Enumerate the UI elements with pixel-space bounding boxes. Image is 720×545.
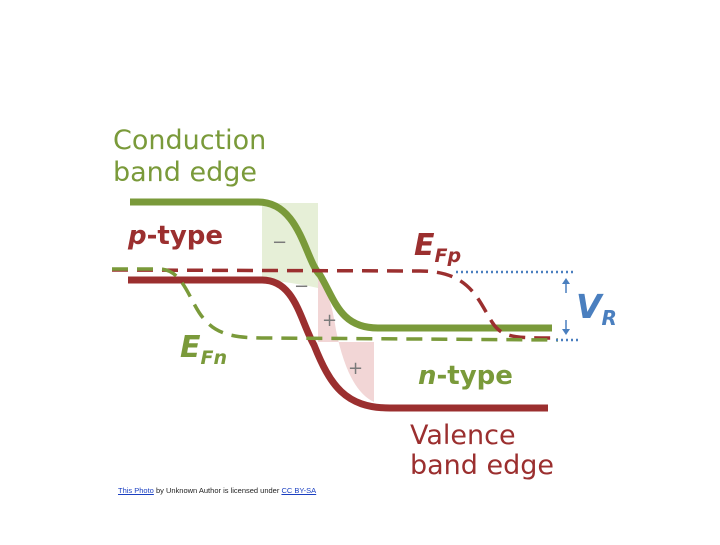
image-attribution: This Photo by Unknown Author is licensed…	[118, 486, 316, 495]
efp-label-main: E	[414, 228, 435, 263]
n-type-label-italic: n	[418, 361, 437, 391]
efp-label: EFp	[414, 228, 461, 267]
depletion-charge-minus-upper: −	[272, 232, 287, 253]
n-side-depletion-shade-lower	[318, 278, 374, 402]
vr-label: VR	[576, 287, 617, 330]
conduction-label-line2: band edge	[113, 157, 257, 188]
p-type-label-italic: p	[127, 221, 147, 251]
efn-label-sub: Fn	[201, 347, 228, 369]
p-side-depletion-shade	[262, 203, 318, 288]
n-type-label: n-type	[418, 361, 513, 391]
attribution-photo-link[interactable]: This Photo	[118, 486, 154, 495]
efn-quasi-fermi-level	[112, 267, 559, 342]
efp-label-sub: Fp	[435, 245, 462, 267]
vr-label-main: V	[576, 287, 604, 326]
efn-label-main: E	[180, 330, 201, 365]
depletion-charge-plus-upper: +	[322, 310, 337, 331]
valence-band-edge-curve	[128, 276, 548, 412]
conduction-label-line1: Conduction	[113, 125, 266, 156]
attribution-text: by Unknown Author is licensed under	[153, 486, 282, 495]
valence-label-line2: band edge	[410, 450, 554, 481]
conduction-band-edge-curve	[130, 198, 552, 332]
efn-label: EFn	[180, 330, 227, 369]
efp-quasi-fermi-level	[111, 268, 556, 340]
depletion-charge-plus-lower: +	[348, 358, 363, 379]
vr-label-sub: R	[602, 306, 617, 330]
n-type-label-rest: -type	[437, 361, 513, 391]
p-type-label-rest: -type	[147, 221, 223, 251]
vr-down-arrow	[562, 320, 570, 335]
depletion-charge-minus-lower: −	[294, 276, 309, 297]
valence-label-line1: Valence	[410, 420, 516, 451]
p-type-label: p-type	[127, 221, 223, 251]
vr-up-arrow	[562, 278, 570, 293]
attribution-license-link[interactable]: CC BY-SA	[281, 486, 317, 495]
